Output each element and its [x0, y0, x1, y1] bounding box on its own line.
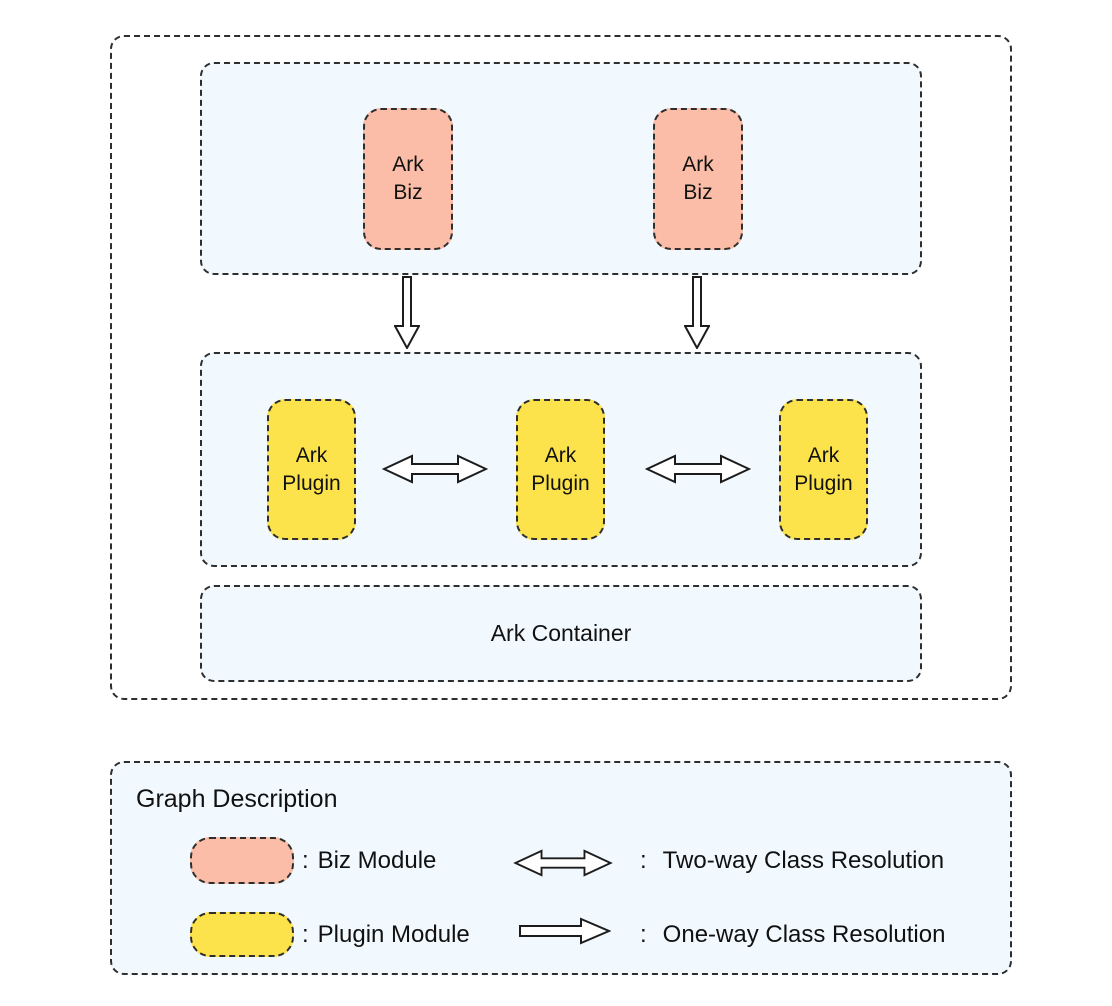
ark-container-label: Ark Container: [490, 620, 632, 646]
ark-biz-node-2: Ark Biz: [653, 108, 743, 250]
two-way-legend-entry: : Two-way Class Resolution: [640, 837, 944, 884]
one-way-label: One-way Class Resolution: [662, 920, 946, 948]
ark-plugin-node-1: Ark Plugin: [267, 399, 356, 540]
two-way-arrow-icon: [645, 454, 751, 484]
two-way-arrow-icon: [382, 454, 488, 484]
two-way-label: Two-way Class Resolution: [662, 846, 945, 874]
ark-plugin-node-2: Ark Plugin: [516, 399, 605, 540]
biz-module-label: Biz Module: [317, 846, 437, 874]
legend-box: Graph Description : Biz Module : Two-way…: [110, 761, 1012, 975]
plugin-module-swatch: [190, 912, 294, 957]
plugin-module-label: Plugin Module: [317, 920, 470, 948]
down-arrow-icon: [684, 276, 710, 349]
ark-biz-node-1: Ark Biz: [363, 108, 453, 250]
down-arrow-icon: [394, 276, 420, 349]
ark-container-box: Ark Container: [200, 585, 922, 682]
ark-plugin-node-3: Ark Plugin: [779, 399, 868, 540]
one-way-arrow-icon: [519, 917, 611, 945]
two-way-arrow-icon: [509, 849, 617, 877]
colon-separator: :: [640, 920, 647, 948]
biz-module-legend-entry: : Biz Module: [302, 837, 436, 884]
legend-title: Graph Description: [136, 785, 338, 813]
colon-separator: :: [302, 846, 309, 874]
biz-module-swatch: [190, 837, 294, 884]
plugin-module-legend-entry: : Plugin Module: [302, 911, 470, 958]
biz-layer: [200, 62, 922, 275]
colon-separator: :: [640, 846, 647, 874]
one-way-legend-entry: : One-way Class Resolution: [640, 911, 945, 958]
colon-separator: :: [302, 920, 309, 948]
